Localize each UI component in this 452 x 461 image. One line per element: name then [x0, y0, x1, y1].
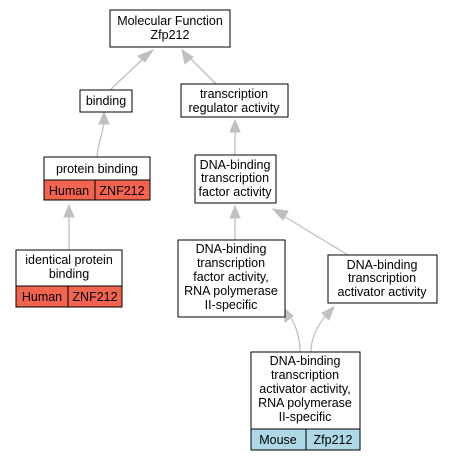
node-identical-protein-binding[interactable]: identical protein binding Human ZNF212 [15, 249, 123, 308]
node-binding[interactable]: binding [79, 89, 133, 113]
node-transcription-regulator-activity[interactable]: transcription regulator activity [180, 83, 289, 118]
node-label-line: activator activity, [259, 382, 350, 396]
edges [63, 48, 349, 353]
node-label-line: transcription [201, 171, 269, 185]
node-label-line: transcription [348, 271, 416, 285]
edge-activator-pol2-to-activator [310, 305, 335, 353]
annotation-species-human: Human [49, 184, 89, 198]
node-label-line: RNA polymerase [184, 284, 278, 298]
annotation-gene-znf212: ZNF212 [99, 184, 144, 198]
node-label-line: Molecular Function [117, 14, 223, 28]
edge-regulator-to-molecular-function [181, 48, 217, 85]
node-dna-binding-tf-activity[interactable]: DNA-binding transcription factor activit… [194, 154, 277, 204]
node-dna-binding-activator-activity[interactable]: DNA-binding transcription activator acti… [327, 254, 438, 304]
node-label-line: transcription [197, 256, 265, 270]
node-label-line: transcription [271, 368, 339, 382]
node-protein-binding[interactable]: protein binding Human ZNF212 [43, 156, 151, 201]
node-label-line: II-specific [279, 410, 332, 424]
annotation-gene-znf212: ZNF212 [72, 290, 117, 304]
node-label-line: binding [86, 94, 126, 108]
node-label-line: II-specific [205, 298, 258, 312]
node-label-line: DNA-binding [200, 158, 271, 172]
node-label-line: regulator activity [188, 101, 280, 115]
node-label-line: identical protein [25, 253, 113, 267]
edge-tf-pol2-to-tf-activity [229, 204, 241, 240]
edge-protein-binding-to-binding [96, 110, 110, 159]
node-label-line: activator activity [338, 285, 428, 299]
node-label-line: Zfp212 [151, 28, 190, 42]
node-label-line: DNA-binding [270, 354, 341, 368]
node-label-line: protein binding [56, 162, 138, 176]
edge-activator-to-tf-activity [271, 208, 349, 256]
node-label-line: RNA polymerase [258, 396, 352, 410]
node-label-line: binding [49, 267, 89, 281]
edge-binding-to-molecular-function [107, 48, 155, 93]
annotation-species-mouse: Mouse [259, 433, 297, 447]
node-dna-binding-tf-activity-pol2[interactable]: DNA-binding transcription factor activit… [177, 239, 286, 318]
annotation-species-human: Human [22, 290, 62, 304]
edge-tf-activity-to-regulator [229, 118, 241, 155]
edge-identical-to-protein-binding [63, 203, 75, 250]
node-molecular-function[interactable]: Molecular Function Zfp212 [109, 9, 231, 48]
node-label-line: transcription [200, 87, 268, 101]
annotation-gene-zfp212: Zfp212 [314, 433, 353, 447]
node-label-line: DNA-binding [196, 242, 267, 256]
node-label-line: factor activity, [193, 270, 268, 284]
node-label-line: factor activity [199, 185, 273, 199]
node-dna-binding-activator-activity-pol2[interactable]: DNA-binding transcription activator acti… [250, 351, 361, 451]
node-label-line: DNA-binding [347, 258, 418, 272]
edge-activator-pol2-to-tf-pol2 [283, 306, 301, 353]
